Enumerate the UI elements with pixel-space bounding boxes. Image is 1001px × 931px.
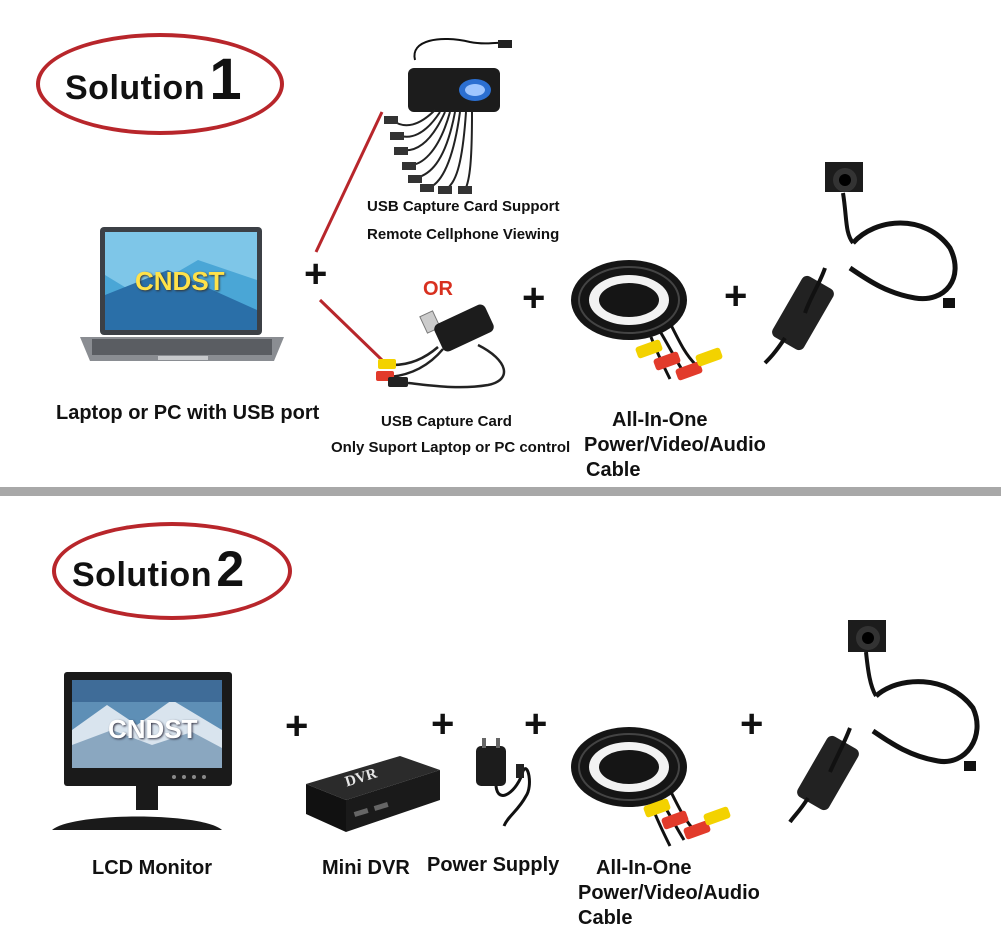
cable-label-line2: Power/Video/Audio (578, 881, 760, 906)
mini-dvr-icon (300, 748, 445, 836)
plus-sign: + (522, 278, 545, 318)
cable-label-line2: Power/Video/Audio (584, 433, 766, 458)
capture-card-line1: USB Capture Card (381, 408, 512, 436)
plus-sign: + (304, 254, 327, 294)
capture-support-line1: USB Capture Card Support (367, 193, 560, 221)
monitor-label: LCD Monitor (92, 856, 212, 881)
solution2-title: Solution 2 (72, 540, 244, 598)
mini-camera-icon (788, 616, 988, 826)
cable-label-line3: Cable (586, 458, 640, 483)
monitor-screen-brand: CNDST (108, 714, 198, 745)
lcd-monitor-icon (52, 670, 237, 832)
av-cable-coil-icon (566, 255, 736, 390)
usb-capture-4ch-icon (380, 30, 530, 195)
solution2-word: Solution (72, 556, 212, 594)
usb-capture-card-icon (368, 305, 518, 395)
plus-sign: + (740, 704, 763, 744)
plus-sign: + (285, 706, 308, 746)
av-cable-coil-icon (566, 722, 744, 857)
plus-sign: + (724, 276, 747, 316)
solution2-number: 2 (216, 541, 244, 597)
power-adapter-icon (468, 736, 538, 828)
mini-camera-icon (765, 158, 965, 368)
cable-label-line1: All-In-One (612, 408, 708, 433)
capture-support-line2: Remote Cellphone Viewing (367, 221, 559, 249)
plus-sign: + (524, 704, 547, 744)
capture-card-line2: Only Suport Laptop or PC control (331, 434, 570, 462)
plus-sign: + (431, 704, 454, 744)
cable-label-line1: All-In-One (596, 856, 692, 881)
power-supply-label: Power Supply (427, 853, 559, 878)
section-divider (0, 487, 1001, 496)
dvr-label: Mini DVR (322, 856, 410, 881)
cable-label-line3: Cable (578, 906, 632, 931)
or-label: OR (423, 278, 453, 301)
